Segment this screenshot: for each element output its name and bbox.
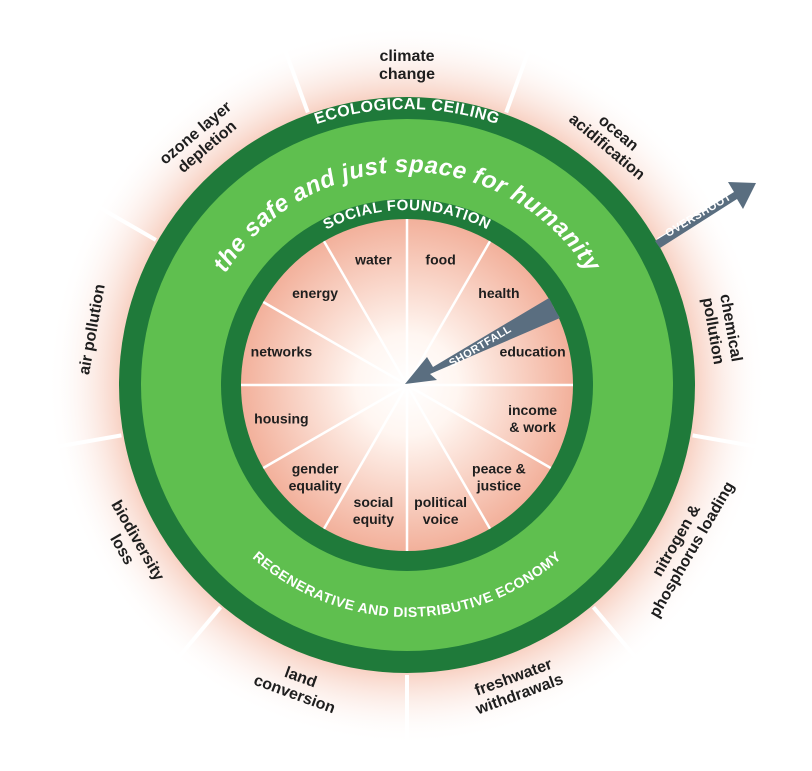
ecological-ceiling-ring <box>119 97 695 673</box>
inner-divider <box>262 300 405 385</box>
inner-segment-label: food <box>425 251 455 267</box>
outer-divider <box>591 605 647 670</box>
inner-segment-label: income& work <box>508 402 557 435</box>
inner-divider <box>262 385 405 470</box>
inner-segment-label: housing <box>254 411 308 427</box>
inner-divider <box>322 387 407 530</box>
inner-segment-label: water <box>354 251 392 267</box>
inner-divider <box>407 387 492 530</box>
inner-segment-label: peace &justice <box>472 460 526 493</box>
outer-divider <box>504 36 536 114</box>
inner-divider <box>322 240 407 383</box>
inner-divider <box>409 385 552 470</box>
outer-divider <box>42 433 122 452</box>
inner-divider <box>407 240 492 383</box>
outer-segment-label: chemicalpollution <box>698 293 744 367</box>
outer-divider <box>692 433 772 452</box>
inner-segment-label: energy <box>292 285 338 301</box>
inner-segment-label: networks <box>251 343 313 359</box>
outer-divider <box>85 198 157 242</box>
outer-divider <box>278 36 310 114</box>
inner-foundation-labels: food health education income& work peace &ju… <box>251 251 566 527</box>
inner-segment-label: education <box>500 343 566 359</box>
inner-segment-label: health <box>478 285 519 301</box>
outer-divider <box>167 605 223 670</box>
